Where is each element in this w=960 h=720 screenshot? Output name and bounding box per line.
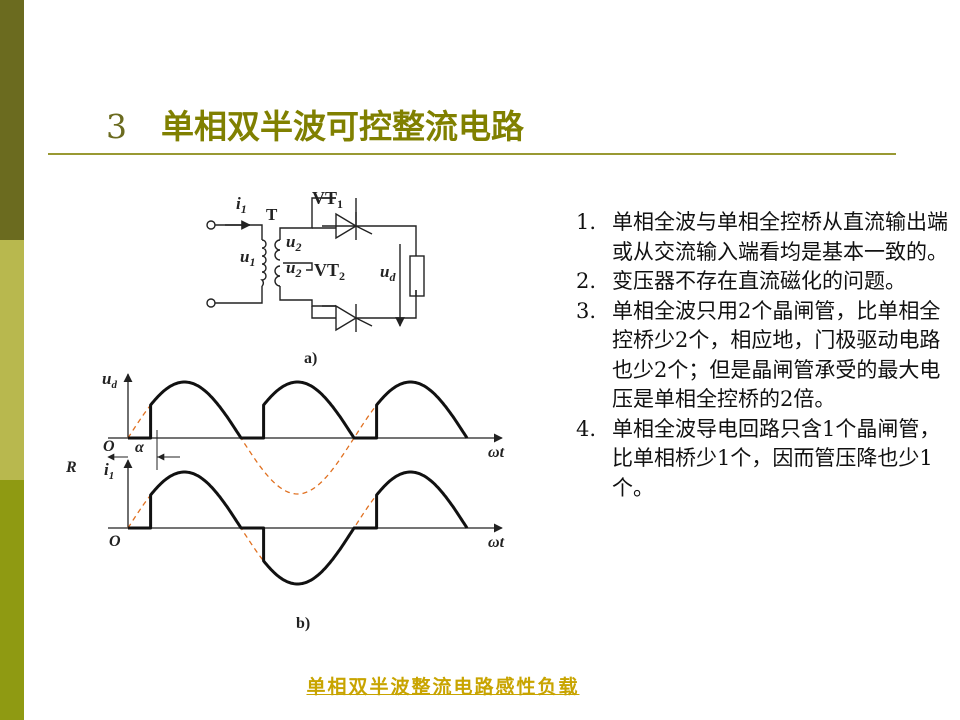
sidebar-block-middle <box>0 240 24 480</box>
vt1-label: VT1 <box>312 188 343 211</box>
ud-circuit-label: ud <box>380 262 396 284</box>
u2-bottom-label: u2 <box>286 258 301 280</box>
center-tap-wire <box>283 262 313 271</box>
list-item: 3.单相全波只用2个晶闸管，比单相全控桥少2个，相应地，门极驱动电路也少2个；但… <box>576 298 941 412</box>
alpha-label: α <box>135 439 145 456</box>
vt1-diode-symbol <box>335 212 358 240</box>
title-underline <box>48 153 896 155</box>
list-item: 1.单相全波与单相全控桥从直流输出端或从交流输入端看均是基本一致的。 <box>576 210 948 264</box>
secondary-wire-bottom <box>279 286 336 307</box>
omega-t-label-bottom: ωt <box>488 534 505 551</box>
i1-current-waveform <box>128 470 469 586</box>
vt1-wiring <box>312 225 417 254</box>
input-terminal-top <box>206 220 216 230</box>
footer-link-inductive-load[interactable]: 单相双半波整流电路感性负载 <box>306 676 580 698</box>
list-item: 4.单相全波导电回路只含1个晶闸管，比单相桥少1个，因而管压降也少1个。 <box>576 416 941 500</box>
vt2-diode-symbol <box>335 304 358 332</box>
i1-label: i1 <box>236 194 247 216</box>
transformer-label: T <box>266 205 278 224</box>
key-points-list: 1.单相全波与单相全控桥从直流输出端或从交流输入端看均是基本一致的。 2. 变压… <box>576 208 948 503</box>
vt2-gate <box>355 317 373 327</box>
origin-label-bottom: O <box>109 533 121 550</box>
thyristor-leads <box>322 197 336 307</box>
vt1-gate <box>355 225 373 235</box>
vt2-wiring <box>311 290 417 319</box>
list-item: 2. 变压器不存在直流磁化的问题。 <box>576 269 906 293</box>
vt2-label: VT2 <box>314 260 345 283</box>
sidebar-decoration <box>0 0 24 720</box>
primary-wire-bottom <box>215 286 263 304</box>
origin-label-top: O <box>103 438 115 455</box>
slide-title-text: 单相双半波可控整流电路 <box>161 107 524 146</box>
ud-output-waveform <box>128 380 469 440</box>
secondary-winding <box>274 239 281 287</box>
r-label: R <box>65 459 77 476</box>
primary-wire-top <box>215 224 263 240</box>
slide-number: 3 <box>106 107 127 146</box>
waveform-caption: b) <box>296 615 310 632</box>
input-terminal-bottom <box>206 298 216 308</box>
omega-t-label-top: ωt <box>488 444 505 461</box>
sidebar-block-top <box>0 0 24 240</box>
slide-title: 3 单相双半波可控整流电路 <box>106 100 524 148</box>
i1-axis-label: i1 <box>104 460 114 482</box>
u2-top-label: u2 <box>286 232 301 254</box>
u1-label: u1 <box>240 247 255 269</box>
ud-axis-label: ud <box>102 369 117 391</box>
circuit-diagram <box>206 197 425 332</box>
sidebar-block-bottom <box>0 480 24 720</box>
primary-winding <box>260 239 267 287</box>
circuit-caption: a) <box>304 350 317 367</box>
load-resistor <box>409 255 425 297</box>
